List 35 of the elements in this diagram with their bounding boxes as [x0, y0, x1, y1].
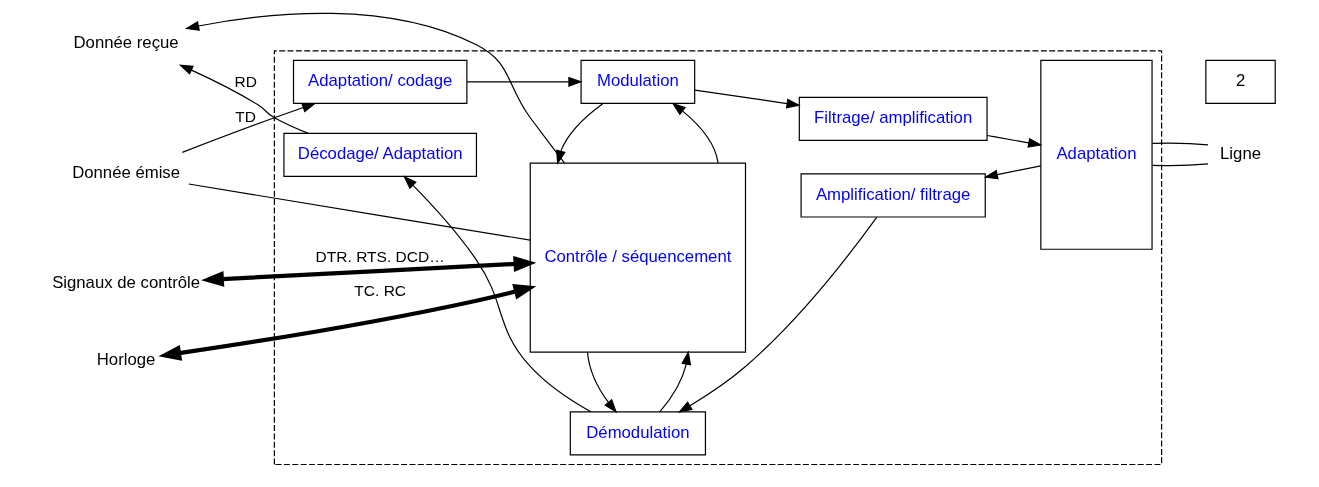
node-text: Donnée reçue: [73, 33, 179, 53]
edge-label: RD: [233, 73, 257, 91]
node-text: Ligne: [1219, 144, 1261, 164]
arrow: [986, 134, 1042, 148]
edge-label: DTR. RTS. DCD…: [315, 247, 445, 265]
arrow: [983, 165, 1041, 180]
node-box: Adaptation/ codage: [292, 59, 467, 104]
connector: [187, 183, 531, 241]
arrow: [200, 256, 536, 287]
arrow: [671, 102, 719, 164]
edge-label: TC. RC: [353, 282, 406, 300]
node-text: Horloge: [96, 349, 155, 369]
node-box: Filtrage/ amplification: [798, 96, 988, 142]
arrow: [466, 76, 583, 87]
node-text: Donnée émise: [71, 163, 180, 183]
connector: [1151, 163, 1209, 167]
node-box: Amplification/ filtrage: [800, 173, 986, 218]
connector: [1151, 142, 1209, 146]
arrow: [658, 350, 691, 413]
arrow: [157, 284, 536, 361]
node-box: Adaptation: [1039, 59, 1153, 250]
arrow: [402, 175, 591, 413]
node-text: Signaux de contrôle: [51, 273, 200, 293]
cluster: [273, 50, 1162, 466]
node-box: Contrôle / séquencement: [529, 162, 746, 353]
node-box: Modulation: [580, 59, 695, 104]
node-box: Démodulation: [569, 411, 706, 456]
arrow: [178, 64, 308, 134]
arrow: [693, 89, 801, 109]
node-box: Décodage/ Adaptation: [282, 132, 477, 177]
arrow: [181, 102, 316, 153]
arrow: [677, 216, 877, 413]
edge-label: TD: [234, 107, 256, 125]
arrow: [586, 351, 617, 414]
node-box: 2: [1204, 59, 1276, 104]
